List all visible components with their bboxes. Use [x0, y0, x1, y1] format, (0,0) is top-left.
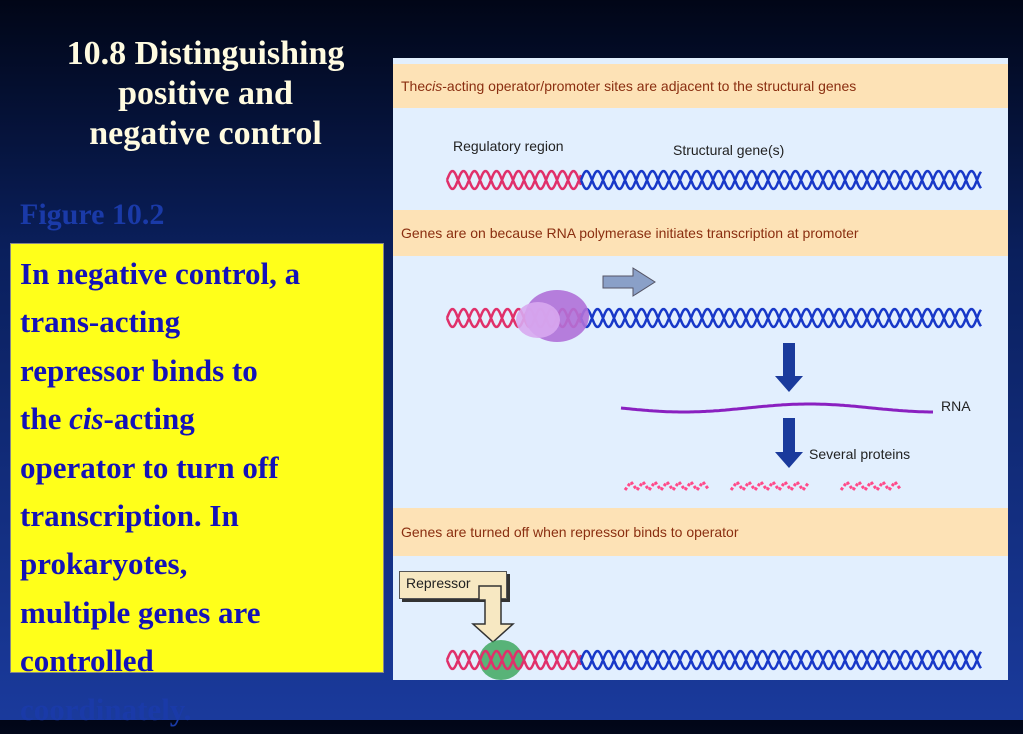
body-line-1: In negative control, a — [20, 256, 301, 291]
down-arrow-icon — [775, 343, 803, 392]
body-line-3: repressor binds to — [20, 352, 258, 388]
title-line-1: 10.8 Distinguishing — [66, 35, 345, 72]
body-line-8: multiple genes are — [20, 594, 261, 630]
body-text: In negative control, a trans-acting repr… — [20, 250, 382, 734]
regulatory-region-label: Regulatory region — [453, 138, 564, 154]
body-line-10: coordinately. — [20, 691, 192, 727]
dna-structural-segment — [579, 649, 983, 671]
body-line-9: controlled — [20, 643, 154, 679]
acting-suffix: -acting — [103, 401, 195, 437]
dna-regulatory-segment — [445, 649, 583, 671]
band1-cis: cis — [425, 78, 443, 94]
protein-chain — [839, 479, 903, 493]
title-line-3: negative control — [89, 115, 322, 152]
dna-structural-segment — [579, 307, 983, 329]
dna-structural-segment — [579, 169, 983, 191]
transcription-arrow-icon — [602, 267, 656, 297]
dna-helix-bottom — [445, 649, 983, 671]
band1-prefix: The — [401, 78, 426, 94]
diagram-graphics — [445, 169, 983, 680]
band1-rest: -acting operator/promoter sites are adja… — [442, 78, 857, 94]
band-genes-on: Genes are on because RNA polymerase init… — [393, 210, 1008, 256]
dna-helix-top — [445, 169, 983, 191]
body-line-5: operator to turn off — [20, 449, 279, 485]
slide-title: 10.8 Distinguishing positive and negativ… — [18, 34, 393, 154]
dna-regulatory-segment — [445, 169, 583, 191]
body-line-7: prokaryotes, — [20, 546, 188, 582]
body-line-4-start: the — [20, 401, 70, 437]
body-line-4: the cis-acting — [20, 395, 382, 443]
several-proteins-label: Several proteins — [809, 446, 911, 462]
repressor-arrow-icon — [471, 585, 515, 644]
body-line-6: transcription. In — [20, 498, 239, 534]
band-genes-off: Genes are turned off when repressor bind… — [393, 508, 1008, 556]
text-box-background — [10, 243, 384, 673]
diagram-panel: The cis-acting operator/promoter sites a… — [393, 58, 1008, 680]
protein-chain — [729, 479, 811, 493]
cis-italic-word: cis — [69, 401, 104, 437]
rna-polymerase-lobe — [516, 302, 560, 338]
title-line-2: positive and — [118, 75, 293, 112]
rna-strand — [620, 402, 933, 414]
rna-label: RNA — [941, 398, 971, 414]
down-arrow-icon — [775, 418, 803, 468]
body-line-2: trans-acting — [20, 304, 181, 340]
figure-label: Figure 10.2 — [20, 198, 165, 231]
band-cis-acting: The cis-acting operator/promoter sites a… — [393, 64, 1008, 108]
structural-genes-label: Structural gene(s) — [673, 142, 785, 158]
protein-chain — [623, 479, 711, 493]
dna-helix-middle — [445, 307, 983, 329]
